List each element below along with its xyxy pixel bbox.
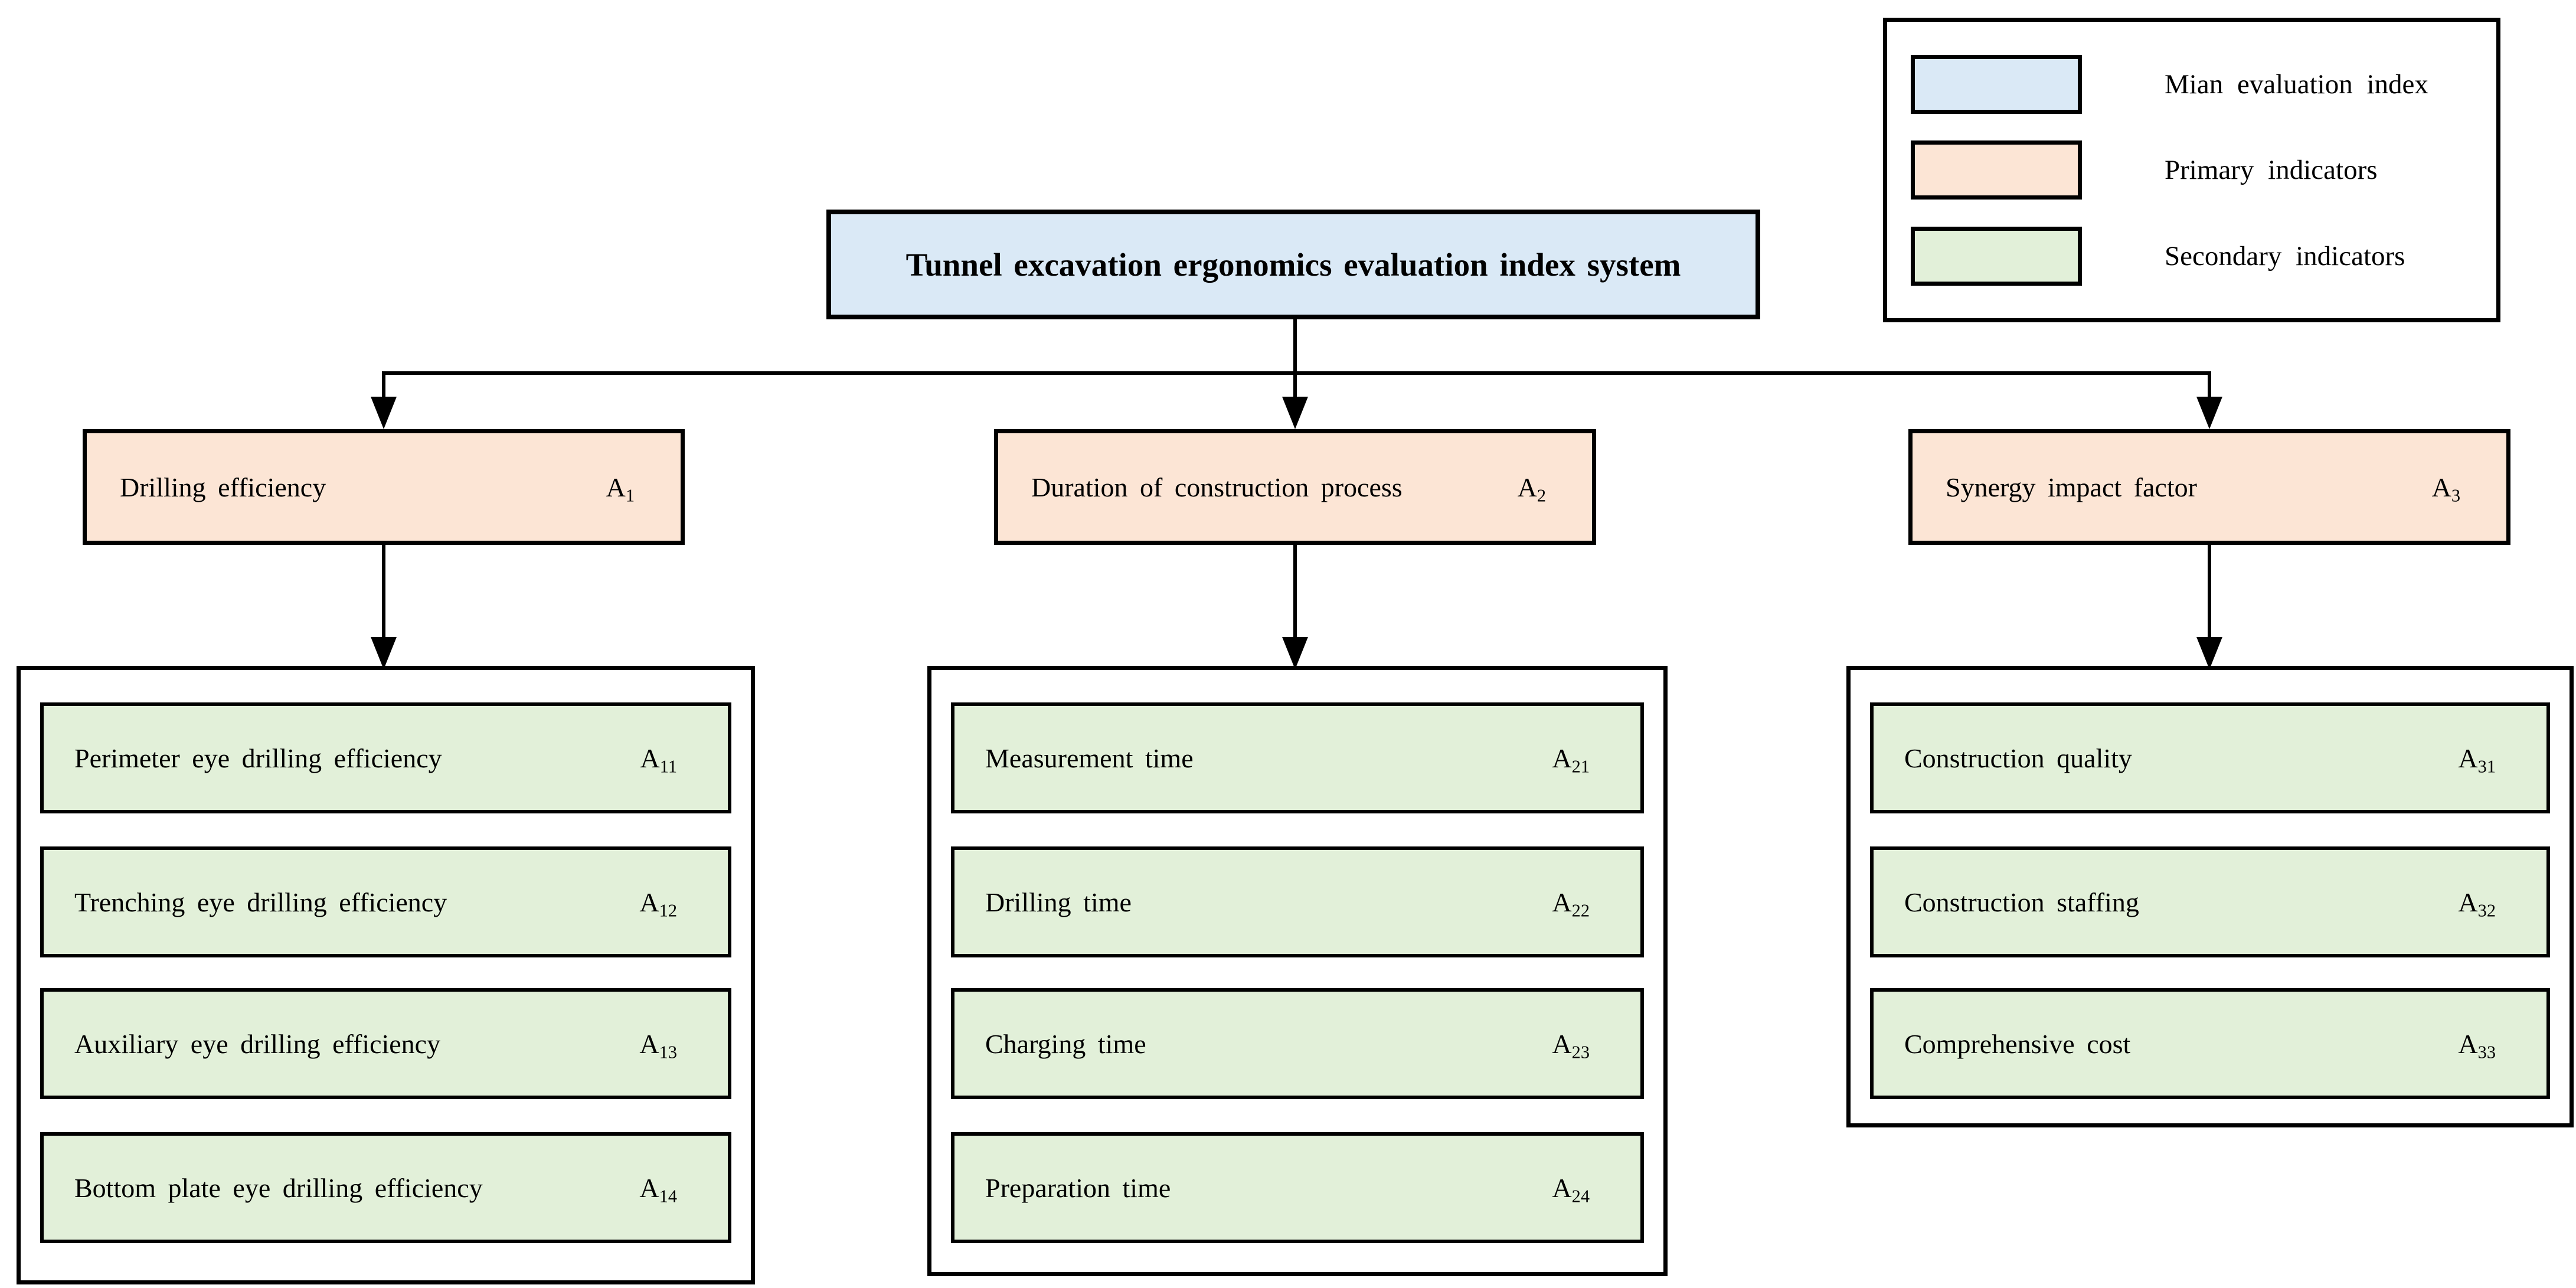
main-node: Tunnel excavation ergonomics evaluation … [826, 210, 1760, 319]
primary-node-a1: Drilling efficiency A1 [83, 429, 685, 545]
secondary-node-a33-label: Comprehensive cost [1904, 1028, 2131, 1059]
secondary-node-a33: Comprehensive cost A33 [1870, 988, 2550, 1099]
secondary-node-a13-label: Auxiliary eye drilling efficiency [74, 1028, 441, 1059]
secondary-node-a31-label: Construction quality [1904, 743, 2132, 773]
legend-swatch-secondary-indicators [1911, 226, 2082, 286]
secondary-node-a12: Trenching eye drilling efficiency A12 [40, 846, 731, 957]
secondary-node-a11-label: Perimeter eye drilling efficiency [74, 743, 442, 773]
secondary-node-a11-code: A11 [640, 743, 677, 776]
secondary-node-a11: Perimeter eye drilling efficiency A11 [40, 702, 731, 813]
legend: Mian evaluation index Primary indicators… [1883, 18, 2500, 322]
secondary-group-a3: Construction quality A31 Construction st… [1846, 666, 2574, 1127]
secondary-node-a32-code: A32 [2458, 887, 2496, 920]
secondary-node-a24-label: Preparation time [985, 1172, 1171, 1203]
arrow-down-icon [1282, 397, 1308, 429]
primary-node-a3-label: Synergy impact factor [1946, 472, 2197, 502]
secondary-node-a23-code: A23 [1552, 1028, 1590, 1062]
secondary-node-a31-code: A31 [2458, 743, 2496, 776]
secondary-node-a22: Drilling time A22 [951, 846, 1644, 957]
secondary-node-a12-code: A12 [639, 887, 677, 920]
secondary-node-a23-label: Charging time [985, 1028, 1146, 1059]
primary-node-a1-label: Drilling efficiency [120, 472, 326, 502]
secondary-node-a22-label: Drilling time [985, 887, 1132, 917]
secondary-node-a13: Auxiliary eye drilling efficiency A13 [40, 988, 731, 1099]
secondary-node-a21-label: Measurement time [985, 743, 1194, 773]
secondary-node-a12-label: Trenching eye drilling efficiency [74, 887, 447, 917]
arrow-down-icon [371, 397, 397, 429]
secondary-node-a33-code: A33 [2458, 1028, 2496, 1062]
secondary-node-a14: Bottom plate eye drilling efficiency A14 [40, 1132, 731, 1243]
arrow-down-icon [2196, 637, 2222, 669]
primary-node-a2: Duration of construction process A2 [994, 429, 1596, 545]
primary-node-a3: Synergy impact factor A3 [1908, 429, 2510, 545]
legend-swatch-main-evaluation-index [1911, 54, 2082, 114]
secondary-node-a24-code: A24 [1552, 1172, 1590, 1206]
secondary-node-a32-label: Construction staffing [1904, 887, 2139, 917]
legend-item-secondary: Secondary indicators [1911, 226, 2496, 286]
secondary-node-a14-code: A14 [639, 1172, 677, 1206]
legend-label: Mian evaluation index [2165, 68, 2428, 100]
legend-item-primary: Primary indicators [1911, 140, 2496, 200]
secondary-node-a23: Charging time A23 [951, 988, 1644, 1099]
arrow-down-icon [1282, 637, 1308, 669]
secondary-group-a1: Perimeter eye drilling efficiency A11 Tr… [17, 666, 755, 1284]
primary-node-a3-code: A3 [2431, 472, 2460, 505]
secondary-node-a31: Construction quality A31 [1870, 702, 2550, 813]
primary-node-a2-label: Duration of construction process [1031, 472, 1403, 502]
arrow-down-icon [2196, 397, 2222, 429]
secondary-node-a14-label: Bottom plate eye drilling efficiency [74, 1172, 483, 1203]
secondary-node-a24: Preparation time A24 [951, 1132, 1644, 1243]
secondary-node-a21-code: A21 [1552, 743, 1590, 776]
legend-label: Primary indicators [2165, 155, 2378, 185]
primary-node-a1-code: A1 [606, 472, 635, 505]
main-node-label: Tunnel excavation ergonomics evaluation … [905, 246, 1681, 283]
primary-node-a2-code: A2 [1517, 472, 1546, 505]
secondary-node-a32: Construction staffing A32 [1870, 846, 2550, 957]
legend-swatch-primary-indicators [1911, 140, 2082, 200]
secondary-group-a2: Measurement time A21 Drilling time A22 C… [927, 666, 1668, 1276]
arrow-down-icon [371, 637, 397, 669]
secondary-node-a21: Measurement time A21 [951, 702, 1644, 813]
legend-label: Secondary indicators [2165, 240, 2405, 272]
legend-item-main: Mian evaluation index [1911, 54, 2496, 114]
secondary-node-a13-code: A13 [639, 1028, 677, 1062]
secondary-node-a22-code: A22 [1552, 887, 1590, 920]
